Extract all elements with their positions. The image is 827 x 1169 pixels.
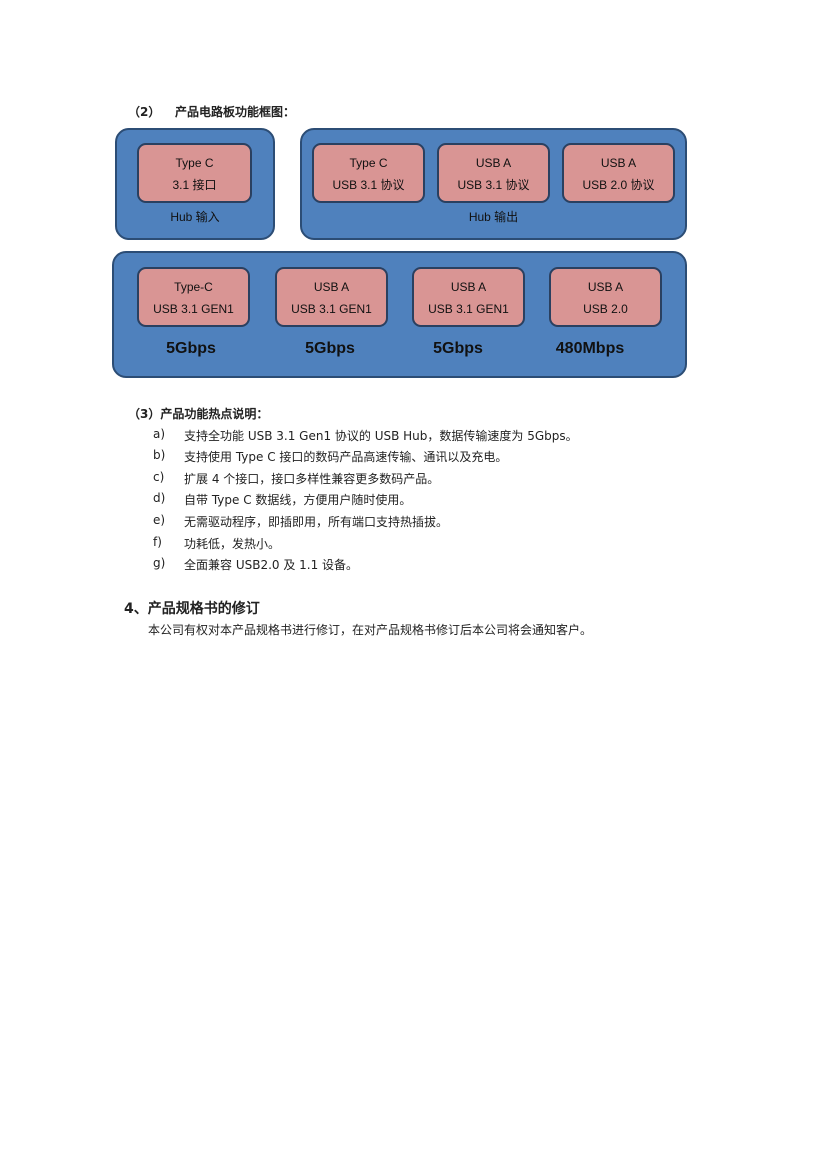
port-box: Type-C USB 3.1 GEN1 [137,267,250,327]
item-letter: e) [153,513,166,527]
item-text: 功耗低，发热小。 [184,537,281,551]
section4-text: 本公司有权对本产品规格书进行修订，在对产品规格书修订后本公司将会通知客户。 [148,623,593,637]
port-speed: 5Gbps [166,340,216,357]
item-text: 自带 Type C 数据线，方便用户随时使用。 [184,493,412,507]
hub-output-port: USB A USB 3.1 协议 [437,143,550,203]
port-type: USB A [313,280,350,294]
port-box: USB A USB 2.0 [549,267,662,327]
port-type: USB A [450,280,487,294]
section2-title: 产品电路板功能框图： [175,105,296,119]
item-letter: a) [153,427,166,441]
port-speed: 480Mbps [555,340,625,357]
item-letter: g) [153,556,166,570]
item-text: 支持使用 Type C 接口的数码产品高速传输、通讯以及充电。 [184,450,508,464]
port-speed: 5Gbps [433,340,483,357]
port-type: Type-C [174,280,213,294]
section2-number: （2） [128,105,161,119]
item-letter: c) [153,470,165,484]
port-box: USB A USB 3.1 GEN1 [412,267,525,327]
port-spec: USB 3.1 GEN1 [153,302,234,316]
hub-output-label: Hub 输出 [468,210,519,224]
item-letter: d) [153,491,166,505]
item-letter: f) [153,535,162,549]
port-box: USB A USB 3.1 GEN1 [275,267,388,327]
item-text: 全面兼容 USB2.0 及 1.1 设备。 [184,558,359,572]
hub-input-port: Type C 3.1 接口 [137,143,252,203]
hub-output-port: USB A USB 2.0 协议 [562,143,675,203]
hub-input-label: Hub 输入 [170,210,220,224]
section4-title: 4、产品规格书的修订 [124,601,260,617]
port-spec: USB 3.1 协议 [457,178,530,192]
port-type: USB A [475,156,512,170]
port-type: Type C [349,156,388,170]
item-text: 扩展 4 个接口，接口多样性兼容更多数码产品。 [184,472,440,486]
port-spec: USB 3.1 GEN1 [428,302,509,316]
port-spec: USB 3.1 GEN1 [291,302,372,316]
port-speed: 5Gbps [305,340,355,357]
hub-output-port: Type C USB 3.1 协议 [312,143,425,203]
item-letter: b) [153,448,166,462]
port-spec: USB 2.0 协议 [582,178,655,192]
port-spec: 3.1 接口 [172,178,217,192]
item-text: 支持全功能 USB 3.1 Gen1 协议的 USB Hub，数据传输速度为 5… [184,429,578,443]
port-spec: USB 2.0 [583,302,628,316]
port-type: USB A [587,280,624,294]
port-type: Type C [175,156,214,170]
port-type: USB A [600,156,637,170]
item-text: 无需驱动程序，即插即用，所有端口支持热插拔。 [184,515,449,529]
port-spec: USB 3.1 协议 [332,178,405,192]
section3-title: （3）产品功能热点说明： [128,407,269,421]
